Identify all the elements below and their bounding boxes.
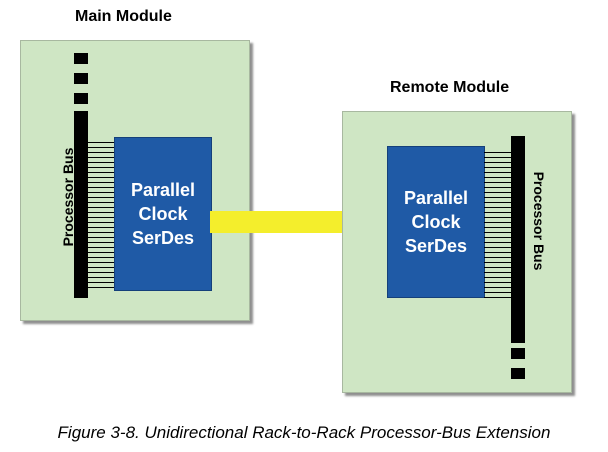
main-bus-connection-lines: [88, 142, 114, 292]
figure-caption: Figure 3-8. Unidirectional Rack-to-Rack …: [57, 423, 551, 442]
bus-continuation-dot: [74, 93, 88, 104]
serdes-label-line: Clock: [411, 212, 461, 232]
serdes-label-line: SerDes: [404, 236, 468, 256]
remote-bus-label: Processor Bus: [531, 171, 547, 271]
remote-module-box: Parallel Clock SerDes Processor Bus: [342, 111, 572, 393]
main-processor-bus: [74, 111, 88, 298]
main-serdes-block: Parallel Clock SerDes: [114, 137, 212, 291]
main-module-box: Parallel Clock SerDes Processor Bus: [20, 40, 250, 321]
serdes-label-line: SerDes: [131, 228, 195, 248]
bus-continuation-dot: [511, 368, 525, 379]
serdes-label-line: Clock: [138, 204, 188, 224]
bus-continuation-dot: [74, 73, 88, 84]
main-module-title: Main Module: [75, 8, 172, 25]
remote-processor-bus: [511, 136, 525, 343]
bus-continuation-dot: [74, 53, 88, 64]
bus-continuation-dot: [511, 348, 525, 359]
remote-module-title: Remote Module: [390, 79, 510, 96]
serdes-label-line: Parallel: [403, 188, 469, 208]
remote-serdes-block: Parallel Clock SerDes: [387, 146, 485, 298]
remote-bus-connection-lines: [484, 152, 511, 298]
serdes-label-line: Parallel: [130, 180, 196, 200]
right-arrow-icon: [210, 199, 386, 245]
main-bus-label: Processor Bus: [60, 147, 76, 247]
